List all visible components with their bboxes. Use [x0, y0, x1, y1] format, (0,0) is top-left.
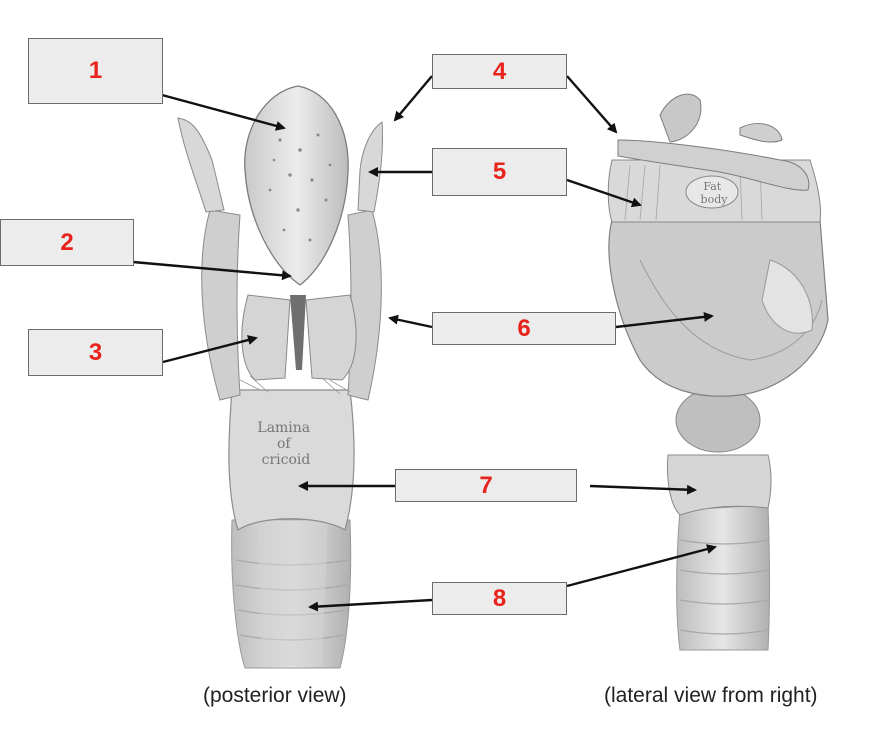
- arrow-5-right: [566, 178, 642, 208]
- fat-body-text: Fat body: [701, 180, 729, 206]
- superior-horn-left: [177, 117, 225, 213]
- label-number: 5: [492, 158, 507, 185]
- arrow-3: [162, 335, 258, 364]
- arrow-8-left: [308, 598, 433, 612]
- label-number: 3: [88, 338, 103, 366]
- trachea-lateral: [676, 504, 770, 651]
- arrow-6-left: [388, 314, 433, 329]
- lateral-view-illustration: Fat body: [607, 93, 829, 651]
- label-box-5[interactable]: 5: [432, 148, 567, 196]
- arrow-4-right: [566, 75, 618, 134]
- caption-posterior-view: (posterior view): [203, 684, 347, 707]
- label-box-1[interactable]: 1: [28, 38, 163, 104]
- arrow-7-right: [589, 484, 697, 495]
- superior-horn-right: [357, 121, 384, 213]
- label-number: 8: [492, 584, 507, 612]
- label-number: 4: [492, 57, 507, 85]
- label-box-6[interactable]: 6: [432, 312, 616, 345]
- leader-arrows: [132, 75, 717, 612]
- label-number: 6: [517, 314, 531, 342]
- posterior-view-illustration: Lamina of cricoid: [177, 85, 384, 669]
- arrow-1: [161, 93, 286, 131]
- hyoid-bone: [617, 139, 810, 191]
- label-box-4[interactable]: 4: [432, 54, 567, 89]
- epiglottis: [244, 85, 349, 286]
- label-box-7[interactable]: 7: [395, 469, 577, 502]
- cricoid-ring: [667, 454, 772, 516]
- label-number: 7: [479, 471, 493, 499]
- arrow-2: [132, 260, 292, 281]
- thyroid-lamina-left: [201, 209, 241, 401]
- label-number: 1: [88, 57, 103, 84]
- label-box-8[interactable]: 8: [432, 582, 567, 615]
- cricoid-lamina: [228, 389, 355, 531]
- fat-body: [685, 175, 739, 209]
- lamina-of-cricoid-text: Lamina of cricoid: [257, 420, 314, 468]
- caption-lateral-view: (lateral view from right): [604, 684, 818, 707]
- epiglottis-tip: [659, 93, 702, 143]
- cricothyroid-muscle: [675, 387, 761, 453]
- arytenoid-right: [305, 294, 357, 381]
- label-box-2[interactable]: 2: [0, 219, 134, 266]
- label-number: 2: [60, 228, 74, 256]
- thyroid-lamina-right: [347, 209, 382, 401]
- label-box-3[interactable]: 3: [28, 329, 163, 376]
- arytenoid-left: [241, 294, 291, 381]
- arrow-6-right: [615, 311, 714, 329]
- arrow-8-right: [566, 544, 717, 588]
- arrow-4-left: [393, 75, 433, 122]
